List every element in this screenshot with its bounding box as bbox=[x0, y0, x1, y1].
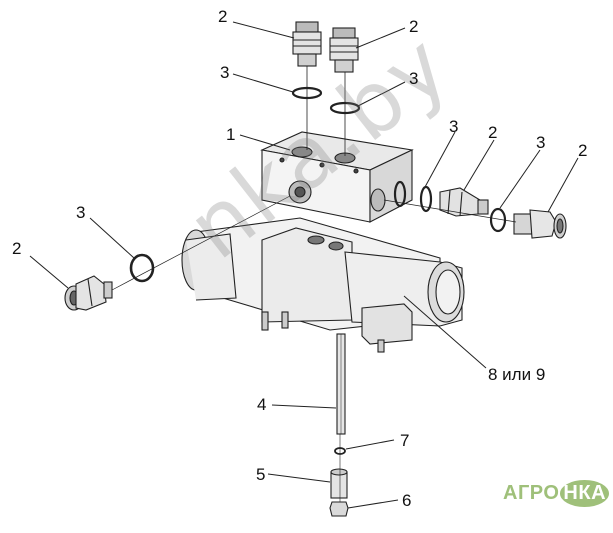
seal-part-3-right-2 bbox=[419, 185, 433, 213]
fitting-part-2-right-2 bbox=[513, 209, 567, 239]
nut-part-6 bbox=[329, 501, 349, 517]
seal-part-3-top-left bbox=[291, 86, 323, 100]
fitting-part-2-right-1 bbox=[439, 187, 489, 217]
valve-body-part-1 bbox=[260, 131, 414, 223]
solenoid-part-8-or-9 bbox=[181, 217, 465, 353]
callout-2-left: 2 bbox=[12, 239, 22, 258]
callout-3-right-1: 3 bbox=[449, 117, 459, 136]
fitting-part-2-top-right bbox=[329, 27, 359, 156]
callout-3-right-2: 3 bbox=[536, 133, 546, 152]
leader-lines bbox=[29, 21, 579, 509]
callout-3-top-left: 3 bbox=[220, 63, 230, 82]
callout-2-right-2: 2 bbox=[578, 141, 588, 160]
callout-4: 4 bbox=[257, 395, 267, 414]
fitting-part-2-left bbox=[64, 275, 113, 311]
callout-1: 1 bbox=[226, 125, 236, 144]
logo-agro-text: АГРО bbox=[503, 482, 560, 504]
seal-part-3-right-1 bbox=[393, 180, 407, 208]
callout-8-or-9: 8 или 9 bbox=[488, 365, 546, 384]
callout-3-top-right: 3 bbox=[409, 69, 419, 88]
logo-ka-text: НКА bbox=[560, 480, 610, 507]
callout-2-top-right: 2 bbox=[409, 17, 419, 36]
callout-2-top-left: 2 bbox=[218, 7, 228, 26]
callout-5: 5 bbox=[256, 465, 266, 484]
sleeve-part-5 bbox=[330, 468, 348, 499]
callout-7: 7 bbox=[400, 431, 410, 450]
fitting-part-2-top-left bbox=[292, 21, 322, 150]
callout-6: 6 bbox=[402, 491, 412, 510]
rod-part-4 bbox=[336, 333, 346, 435]
callout-3-left: 3 bbox=[76, 203, 86, 222]
callout-2-right-1: 2 bbox=[488, 123, 498, 142]
seal-part-3-top-right bbox=[329, 101, 361, 115]
seal-part-3-left bbox=[129, 253, 155, 283]
